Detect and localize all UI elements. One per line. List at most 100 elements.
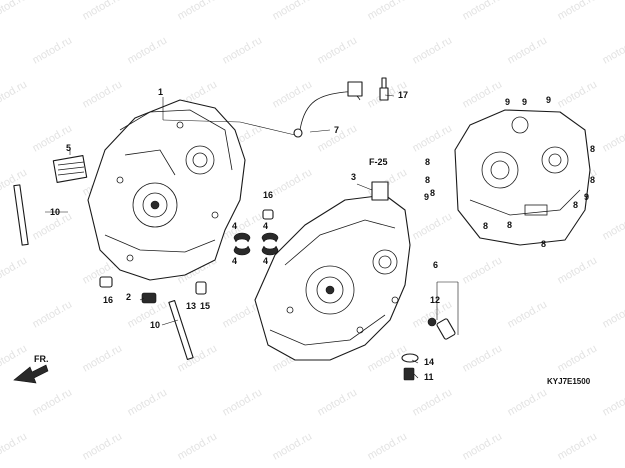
callout-4c: 4 xyxy=(232,256,237,266)
watermark-text: motod.ru xyxy=(601,210,625,242)
bolt-17[interactable] xyxy=(379,77,389,101)
watermark-text: motod.ru xyxy=(0,0,29,23)
drain-plug[interactable] xyxy=(141,292,157,304)
callout-labels: 1 2 3 4 4 4 4 5 6 7 8 9 10 10 11 12 13 1… xyxy=(50,87,589,382)
callout-8: 8 xyxy=(541,239,546,249)
callout-12: 12 xyxy=(430,295,440,305)
right-crankcase-half[interactable] xyxy=(254,181,411,361)
bolt-callout: 8 xyxy=(425,157,430,167)
callout-17: 17 xyxy=(398,90,408,100)
watermark-text: motod.ru xyxy=(221,34,265,66)
bearing-set[interactable] xyxy=(233,232,279,256)
watermark-text: motod.ru xyxy=(366,0,410,23)
watermark-text: motod.ru xyxy=(601,122,625,154)
watermark-text: motod.ru xyxy=(126,386,170,418)
watermark-text: motod.ru xyxy=(556,0,600,23)
watermark-text: motod.ru xyxy=(81,342,125,374)
watermark-text: motod.ru xyxy=(0,342,29,374)
bolt-11-washer-14[interactable] xyxy=(401,353,419,381)
watermark-text: motod.ru xyxy=(506,34,550,66)
left-crankcase-half[interactable] xyxy=(87,99,246,281)
washer-13[interactable] xyxy=(195,281,207,295)
watermark-text: motod.ru xyxy=(316,34,360,66)
watermark-text: motod.ru xyxy=(556,430,600,462)
callout-11: 11 xyxy=(424,372,434,382)
bolt-callout: 8 xyxy=(483,221,488,231)
callout-10b: 10 xyxy=(150,320,160,330)
front-direction-arrow: FR. xyxy=(13,354,49,384)
watermark-text: motod.ru xyxy=(0,430,29,462)
bolt-callout: 8 xyxy=(590,144,595,154)
direction-label: FR. xyxy=(34,354,49,364)
neutral-switch[interactable] xyxy=(427,317,456,340)
watermark-text: motod.ru xyxy=(601,34,625,66)
callout-4a: 4 xyxy=(232,221,237,231)
watermark-text: motod.ru xyxy=(176,430,220,462)
callout-16b: 16 xyxy=(103,295,113,305)
callout-7: 7 xyxy=(334,125,339,135)
callout-2: 2 xyxy=(126,292,131,302)
watermark-text: motod.ru xyxy=(461,0,505,23)
callout-6: 6 xyxy=(433,260,438,270)
crankcase-bolt-layout-view xyxy=(454,109,591,246)
watermark-text: motod.ru xyxy=(366,430,410,462)
callout-3: 3 xyxy=(351,172,356,182)
watermark-text: motod.ru xyxy=(0,78,29,110)
callout-10a: 10 xyxy=(50,207,60,217)
watermark-text: motod.ru xyxy=(601,298,625,330)
watermark-text: motod.ru xyxy=(461,254,505,286)
watermark-text: motod.ru xyxy=(506,298,550,330)
watermark-text: motod.ru xyxy=(411,386,455,418)
watermark-text: motod.ru xyxy=(31,386,75,418)
watermark-text: motod.ru xyxy=(316,386,360,418)
gasket-pad[interactable] xyxy=(52,155,88,183)
watermark-text: motod.ru xyxy=(176,0,220,23)
watermark-text: motod.ru xyxy=(271,166,315,198)
leader-lines xyxy=(45,94,459,379)
watermark-text: motod.ru xyxy=(411,34,455,66)
watermark-text: motod.ru xyxy=(461,78,505,110)
watermark-text: motod.ru xyxy=(271,78,315,110)
callout-15: 15 xyxy=(200,301,210,311)
callout-16a: 16 xyxy=(263,190,273,200)
bolt-callout: 9 xyxy=(424,192,429,202)
stud-bolt-left[interactable] xyxy=(13,184,29,246)
watermark-text: motod.ru xyxy=(411,210,455,242)
diagram-code: KYJ7E1500 xyxy=(547,377,591,386)
watermark-text: motod.ru xyxy=(221,386,265,418)
callout-4b: 4 xyxy=(263,221,268,231)
watermark-text: motod.ru xyxy=(176,342,220,374)
callout-9: 9 xyxy=(584,192,589,202)
callout-13: 13 xyxy=(186,301,196,311)
watermark-text: motod.ru xyxy=(556,78,600,110)
watermark-text: motod.ru xyxy=(556,342,600,374)
bolt-callout: 8 xyxy=(573,200,578,210)
bolt-callout: 8 xyxy=(430,188,435,198)
watermark-text: motod.ru xyxy=(126,34,170,66)
sensor-harness[interactable] xyxy=(293,81,363,138)
watermark-text: motod.ru xyxy=(461,430,505,462)
stud-bolt-lower[interactable] xyxy=(168,299,194,361)
callout-14: 14 xyxy=(424,357,434,367)
watermark-text: motod.ru xyxy=(271,0,315,23)
bolt-callout: 8 xyxy=(507,220,512,230)
bolt-callout: 9 xyxy=(546,95,551,105)
callout-5: 5 xyxy=(66,143,71,153)
watermark-text: motod.ru xyxy=(601,386,625,418)
watermark-text: motod.ru xyxy=(31,298,75,330)
callout-4d: 4 xyxy=(263,256,268,266)
dowel-pin-16-upper[interactable] xyxy=(262,209,274,220)
watermark-text: motod.ru xyxy=(271,430,315,462)
watermark-text: motod.ru xyxy=(411,122,455,154)
bolt-callout: 9 xyxy=(522,97,527,107)
watermark-text: motod.ru xyxy=(126,298,170,330)
dowel-pin-16-lower[interactable] xyxy=(99,276,113,288)
callout-1: 1 xyxy=(158,87,163,97)
watermark-text: motod.ru xyxy=(556,254,600,286)
watermark-text: motod.ru xyxy=(81,78,125,110)
bolt-callout: 9 xyxy=(505,97,510,107)
watermark-text: motod.ru xyxy=(81,0,125,23)
watermark-text: motod.ru xyxy=(81,430,125,462)
